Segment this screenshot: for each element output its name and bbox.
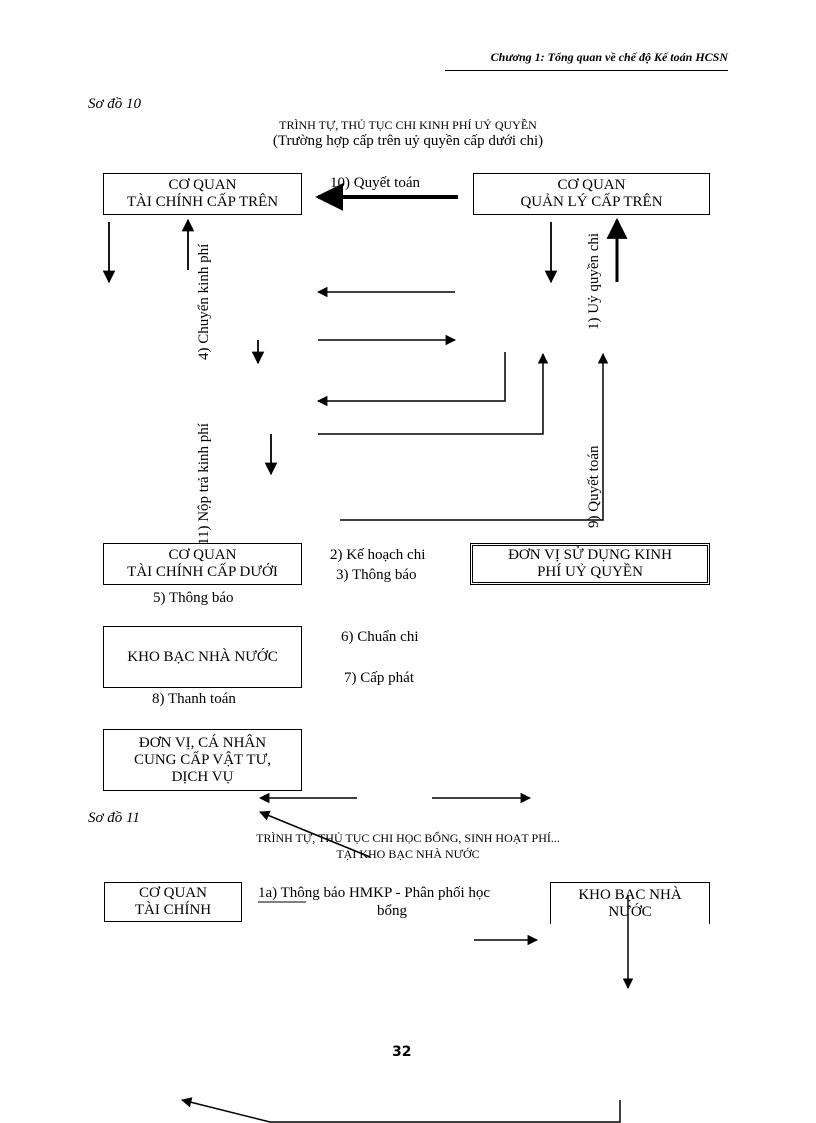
diagram11-title-line2: TẠI KHO BẠC NHÀ NƯỚC <box>336 847 480 861</box>
box-line: CUNG CẤP VẬT TƯ, <box>134 751 271 768</box>
box-line: ĐƠN VỊ SỬ DỤNG KINH <box>508 547 672 563</box>
box-co-quan-quan-ly-cap-tren: CƠ QUAN QUẢN LÝ CẤP TRÊN <box>473 173 710 215</box>
label-thong-bao-3: 3) Thông báo <box>336 567 417 583</box>
label-chuyen-kinh-phi: 4) Chuyển kinh phí <box>196 243 212 360</box>
header-rule <box>445 70 728 71</box>
label-cap-phat: 7) Cấp phát <box>344 670 414 686</box>
diagram11-title-line1: TRÌNH TỰ, THỦ TỤC CHI HỌC BỔNG, SINH HOẠ… <box>256 831 560 845</box>
box-co-quan-tai-chinh-cap-tren: CƠ QUAN TÀI CHÍNH CẤP TRÊN <box>103 173 302 215</box>
diagram10-subtitle: (Trường hợp cấp trên uỷ quyền cấp dưới c… <box>272 133 544 149</box>
box-line: QUẢN LÝ CẤP TRÊN <box>520 194 663 210</box>
label-nop-tra-kinh-phi: 11) Nộp trả kinh phí <box>196 423 212 545</box>
label-ke-hoach-chi: 2) Kế hoạch chi <box>330 547 426 563</box>
box-line: KHO BẠC NHÀ <box>578 886 682 903</box>
arrow-up-to-ql <box>318 352 549 435</box>
box-don-vi-ca-nhan-cung-cap: ĐƠN VỊ, CÁ NHÂN CUNG CẤP VẬT TƯ, DỊCH VỤ <box>103 729 302 791</box>
box-line: KHO BẠC NHÀ NƯỚC <box>127 648 278 665</box>
box-co-quan-tai-chinh: CƠ QUAN TÀI CHÍNH <box>104 882 242 922</box>
label-quyet-toan-9: 9) Quyết toán <box>586 445 602 528</box>
label-uy-quyen-chi: 1) Uỷ quyền chi <box>586 232 602 330</box>
chapter-header: Chương 1: Tổng quan về chế độ Kế toán HC… <box>490 50 728 64</box>
arrow-quyet-toan-9 <box>340 352 609 521</box>
label-quyet-toan-10: 10) Quyết toán <box>330 175 420 191</box>
box-line: CƠ QUAN <box>168 177 237 193</box>
box-line: CƠ QUAN <box>168 547 237 563</box>
arrow-d11-return <box>180 1097 621 1123</box>
diagram11-label: Sơ đồ 11 <box>88 810 140 826</box>
box-line: PHÍ UỶ QUYỀN <box>537 564 643 580</box>
box-line: CƠ QUAN <box>139 885 207 901</box>
label-thong-bao-hmkp-cont: bổng <box>377 903 407 919</box>
label-thong-bao-hmkp: 1a) Thông báo HMKP - Phân phối học <box>258 885 491 901</box>
box-kho-bac-nha-nuoc-2: KHO BẠC NHÀ NƯỚC <box>550 882 710 924</box>
label-chuan-chi: 6) Chuẩn chi <box>341 629 419 645</box>
box-line: CƠ QUAN <box>557 177 626 193</box>
box-line: TÀI CHÍNH CẤP DƯỚI <box>127 564 278 580</box>
label-thanh-toan: 8) Thanh toán <box>152 691 236 707</box>
diagram10-title: TRÌNH TỰ, THỦ TỤC CHI KINH PHÍ UỶ QUYỀN <box>279 118 537 132</box>
page-number: 32 <box>392 1044 412 1060</box>
box-co-quan-tai-chinh-cap-duoi: CƠ QUAN TÀI CHÍNH CẤP DƯỚI <box>103 543 302 585</box>
box-line: DỊCH VỤ <box>171 768 234 785</box>
box-line: TÀI CHÍNH <box>134 902 212 918</box>
box-don-vi-su-dung-kinh-phi-uy-quyen: ĐƠN VỊ SỬ DỤNG KINH PHÍ UỶ QUYỀN <box>470 543 710 585</box>
box-line: NƯỚC <box>608 903 652 920</box>
label-thong-bao-5: 5) Thông báo <box>153 590 234 606</box>
arrow-mid-left-2 <box>316 352 506 407</box>
box-line: ĐƠN VỊ, CÁ NHÂN <box>138 734 267 751</box>
diagram10-label: Sơ đồ 10 <box>88 96 142 112</box>
box-line: TÀI CHÍNH CẤP TRÊN <box>126 194 279 210</box>
box-kho-bac-nha-nuoc: KHO BẠC NHÀ NƯỚC <box>103 626 302 688</box>
